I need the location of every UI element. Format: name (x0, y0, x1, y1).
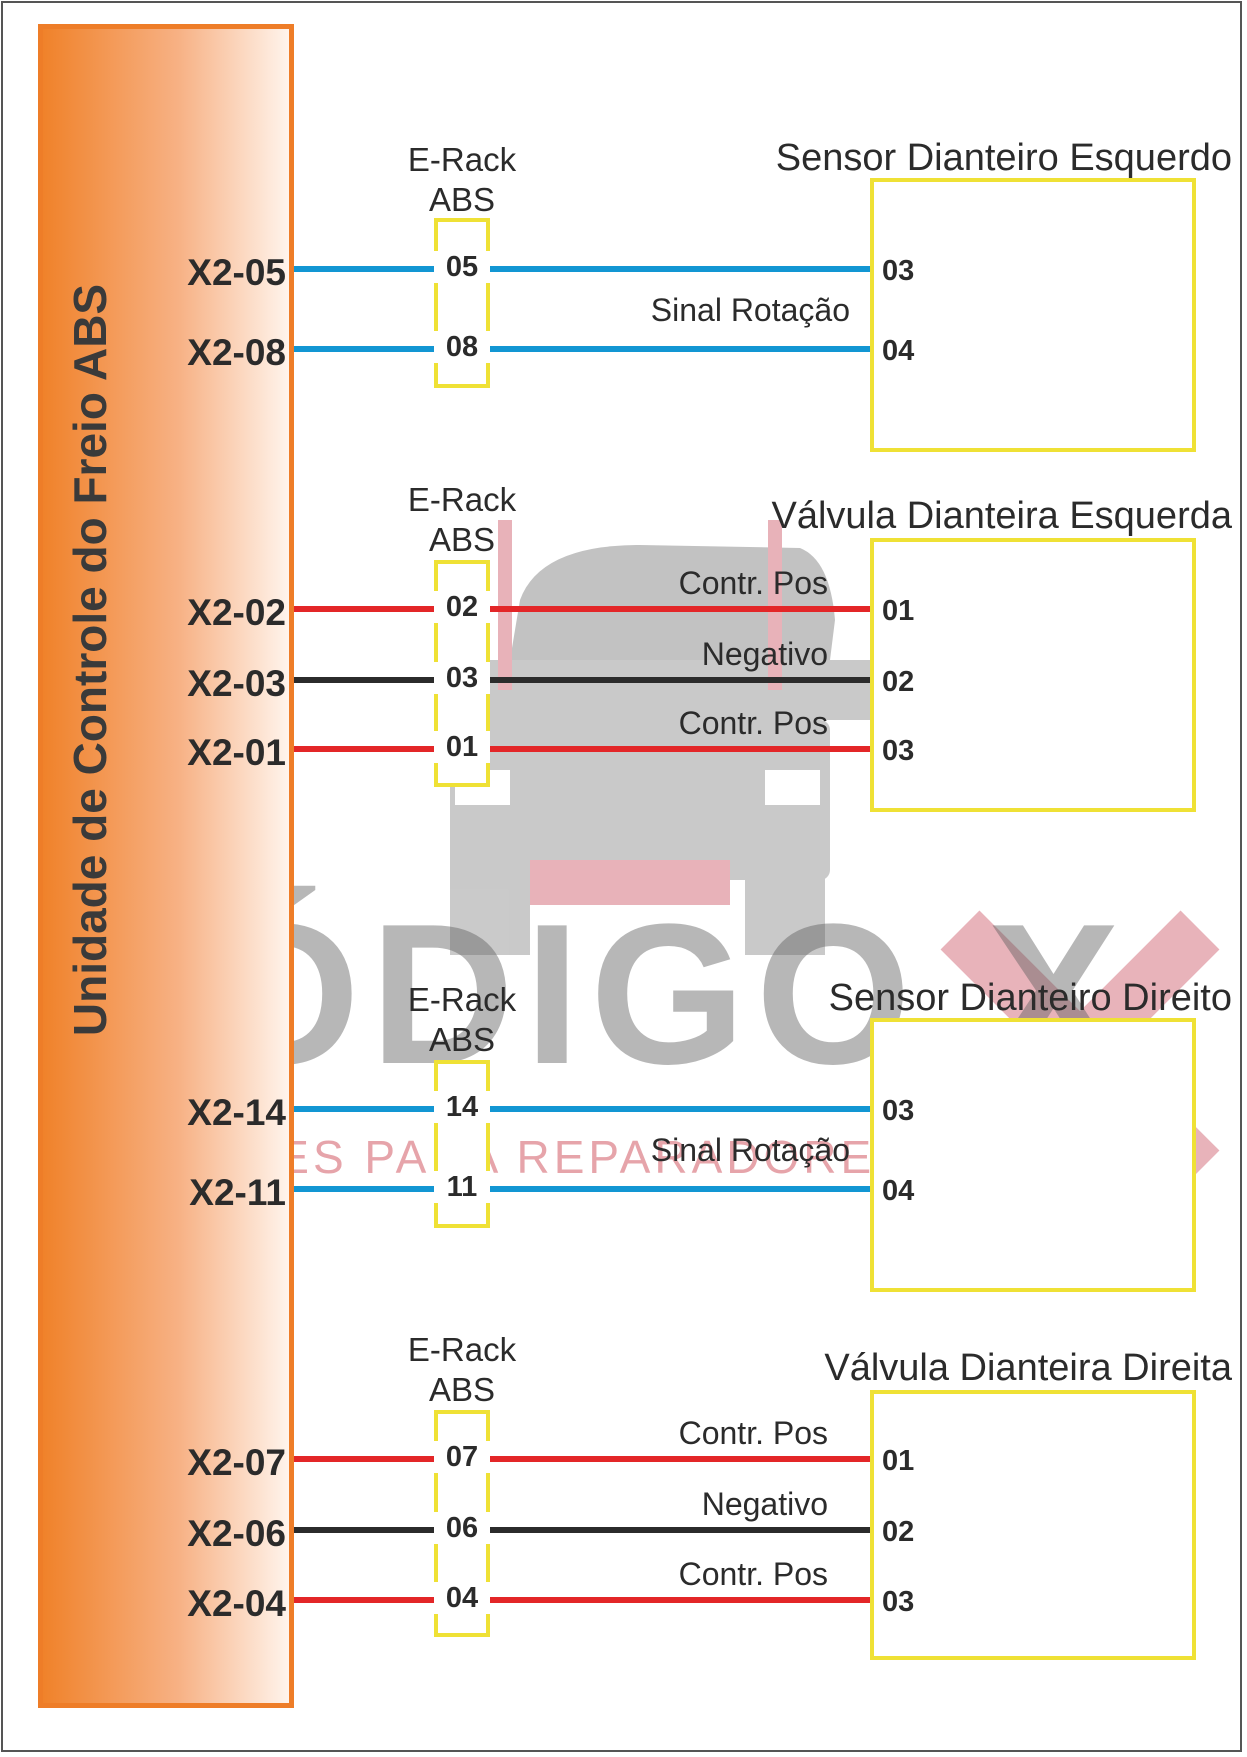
ecu-pin-label: X2-08 (187, 332, 286, 373)
e-rack-title-line2: ABS (428, 521, 496, 558)
e-rack-title-line1: E-Rack (407, 481, 517, 518)
ecu-pin-label: X2-11 (189, 1172, 286, 1213)
component-pin-number: 02 (882, 1516, 928, 1548)
e-rack-pin-number: 02 (434, 591, 490, 623)
component-pin-number: 02 (882, 666, 928, 698)
ecu-pin-label: X2-02 (187, 592, 286, 633)
e-rack-title-line2: ABS (428, 181, 496, 218)
component-pin-number: 03 (882, 255, 928, 287)
ecu-pin-label: X2-14 (187, 1092, 286, 1133)
e-rack-title-line1: E-Rack (407, 981, 517, 1018)
component-title: Válvula Dianteira Direita (824, 1347, 1232, 1389)
wire-function-label: Contr. Pos (678, 1415, 828, 1451)
component-title: Sensor Dianteiro Direito (828, 977, 1232, 1019)
wire-function-label: Contr. Pos (678, 705, 828, 741)
component-pin-number: 03 (882, 1586, 928, 1618)
wire-function-label: Contr. Pos (678, 1556, 828, 1592)
component-pin-number: 01 (882, 1445, 928, 1477)
ecu-pin-label: X2-05 (187, 252, 286, 293)
component-pin-number: 03 (882, 735, 928, 767)
e-rack-pin-number: 14 (434, 1091, 490, 1123)
component-pin-number: 04 (882, 1175, 928, 1207)
ecu-pin-label: X2-01 (187, 732, 286, 773)
e-rack-pin-number: 07 (434, 1441, 490, 1473)
e-rack-pin-number: 05 (434, 251, 490, 283)
e-rack-title-line1: E-Rack (407, 141, 517, 178)
ecu-pin-label: X2-04 (187, 1583, 286, 1624)
e-rack-pin-number: 11 (434, 1171, 490, 1203)
ecu-pin-label: X2-06 (187, 1513, 286, 1554)
e-rack-pin-number: 04 (434, 1582, 490, 1614)
e-rack-title-line2: ABS (428, 1021, 496, 1058)
component-title: Válvula Dianteira Esquerda (771, 495, 1233, 537)
ecu-pin-label: X2-03 (187, 663, 286, 704)
wire-function-label: Contr. Pos (678, 565, 828, 601)
e-rack-pin-number: 06 (434, 1512, 490, 1544)
abs-control-unit (38, 24, 294, 1708)
component-pin-number: 01 (882, 595, 928, 627)
wire-signal-label: Sinal Rotação (650, 292, 850, 328)
wire-function-label: Negativo (701, 636, 828, 672)
component-pin-number: 04 (882, 335, 928, 367)
wire-function-label: Negativo (701, 1486, 828, 1522)
e-rack-pin-number: 01 (434, 731, 490, 763)
e-rack-pin-number: 08 (434, 331, 490, 363)
ecu-pin-label: X2-07 (187, 1442, 286, 1483)
wire-signal-label: Sinal Rotação (650, 1132, 850, 1168)
component-box (870, 178, 1196, 452)
component-box (870, 1018, 1196, 1292)
component-pin-number: 03 (882, 1095, 928, 1127)
e-rack-pin-number: 03 (434, 662, 490, 694)
component-title: Sensor Dianteiro Esquerdo (775, 137, 1232, 179)
e-rack-title-line2: ABS (428, 1371, 496, 1408)
e-rack-title-line1: E-Rack (407, 1331, 517, 1368)
